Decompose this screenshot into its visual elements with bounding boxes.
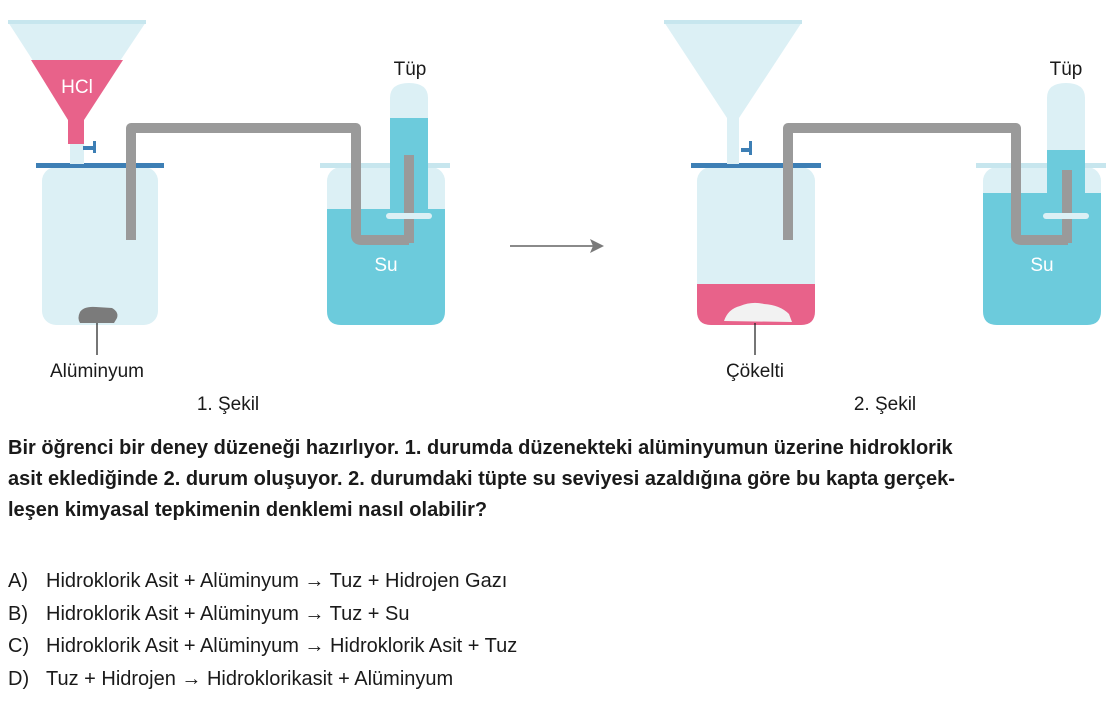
gas-pipe-2 [783, 123, 1068, 245]
option-a[interactable]: A) Hidroklorik Asit + Alüminyum → Tuz + … [8, 565, 1108, 598]
figure-1: HCl Su Tüp Alüminyum 1. Şekil [8, 20, 450, 415]
tube-clamp-1 [386, 213, 432, 219]
option-text: Tuz + Hidrojen → Hidroklorikasit + Alümi… [46, 667, 454, 690]
experiment-diagram: HCl Su Tüp Alüminyum 1. Şekil [8, 20, 1106, 415]
funnel-2-stem [727, 118, 739, 164]
precipitate [724, 302, 792, 322]
figure-2-caption: 2. Şekil [854, 394, 916, 415]
funnel-1-stem-acid [68, 118, 84, 144]
flask-1 [42, 167, 158, 325]
water-label-2: Su [1030, 255, 1053, 276]
answer-options: A) Hidroklorik Asit + Alüminyum → Tuz + … [8, 565, 1108, 695]
option-letter: D) [8, 667, 30, 690]
tube-label-2: Tüp [1050, 59, 1083, 80]
tube-label-1: Tüp [394, 59, 427, 80]
option-d[interactable]: D) Tuz + Hidrojen → Hidroklorikasit + Al… [8, 663, 1108, 696]
option-letter: C) [8, 635, 30, 657]
figure-2: Su Tüp Çökelti 2. Şekil [664, 20, 1106, 415]
question-text: Bir öğrenci bir deney düzeneği hazırlıyo… [8, 433, 1108, 526]
option-text: Hidroklorik Asit + Alüminyum → Tuz + Hid… [46, 570, 508, 592]
flask-2-lid [691, 163, 821, 168]
valve-1 [83, 146, 96, 150]
aluminium-piece [78, 306, 118, 323]
option-text: Hidroklorik Asit + Alüminyum → Tuz + Su [46, 602, 410, 625]
option-text: Hidroklorik Asit + Alüminyum → Hidroklor… [46, 635, 518, 657]
option-b[interactable]: B) Hidroklorik Asit + Alüminyum → Tuz + … [8, 598, 1108, 631]
aluminium-label: Alüminyum [50, 361, 144, 382]
hcl-label: HCl [61, 77, 93, 98]
figure-1-caption: 1. Şekil [197, 394, 259, 415]
gas-pipe-1 [126, 123, 409, 245]
funnel-2 [664, 22, 802, 118]
option-c[interactable]: C) Hidroklorik Asit + Alüminyum → Hidrok… [8, 630, 1108, 663]
question-line: asit eklediğinde 2. durum oluşuyor. 2. d… [8, 468, 955, 490]
funnel-1-stem [70, 144, 84, 164]
option-letter: A) [8, 570, 28, 592]
hcl-liquid [31, 60, 123, 120]
flask-1-lid [36, 163, 164, 168]
option-letter: B) [8, 602, 28, 625]
valve-2 [741, 148, 752, 152]
transition-arrow [510, 239, 604, 253]
question-line: Bir öğrenci bir deney düzeneği hazırlıyo… [8, 437, 953, 459]
water-label-1: Su [374, 255, 397, 276]
tube-clamp-2 [1043, 213, 1089, 219]
precipitate-label: Çökelti [726, 361, 784, 382]
question-line: leşen kimyasal tepkimenin denklemi nasıl… [8, 499, 488, 521]
